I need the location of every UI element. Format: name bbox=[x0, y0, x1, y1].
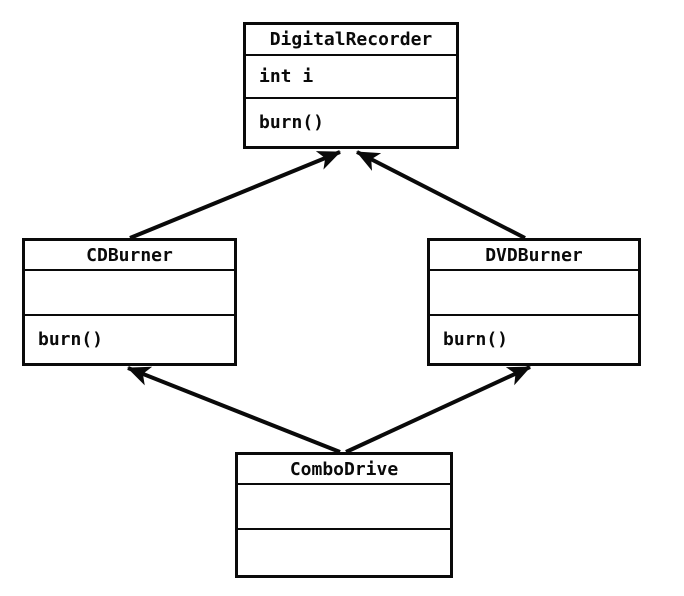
edge-combodrive-to-cdburner bbox=[127, 366, 341, 454]
class-box-combodrive: ComboDrive bbox=[235, 452, 453, 578]
class-name-dvdburner: DVDBurner bbox=[485, 244, 583, 266]
class-attributes-dvdburner bbox=[430, 269, 638, 314]
edge-dvdburner-to-digitalrecorder bbox=[356, 150, 526, 240]
class-attributes-digitalrecorder: int i bbox=[246, 54, 456, 97]
class-box-dvdburner: DVDBurner burn() bbox=[427, 238, 641, 366]
class-methods-digitalrecorder: burn() bbox=[246, 97, 456, 146]
class-box-digitalrecorder: DigitalRecorder int i burn() bbox=[243, 22, 459, 149]
edge-cdburner-to-digitalrecorder bbox=[129, 150, 341, 240]
edge-combodrive-to-dvdburner bbox=[345, 365, 531, 454]
class-name-cdburner: CDBurner bbox=[86, 244, 173, 266]
class-name-digitalrecorder: DigitalRecorder bbox=[269, 29, 433, 50]
class-methods-cdburner: burn() bbox=[25, 314, 234, 363]
class-attributes-cdburner bbox=[25, 269, 234, 314]
class-methods-dvdburner: burn() bbox=[430, 314, 638, 363]
class-attributes-combodrive bbox=[238, 483, 450, 528]
class-name-combodrive: ComboDrive bbox=[289, 458, 399, 480]
class-box-cdburner: CDBurner burn() bbox=[22, 238, 237, 366]
class-methods-combodrive bbox=[238, 528, 450, 575]
